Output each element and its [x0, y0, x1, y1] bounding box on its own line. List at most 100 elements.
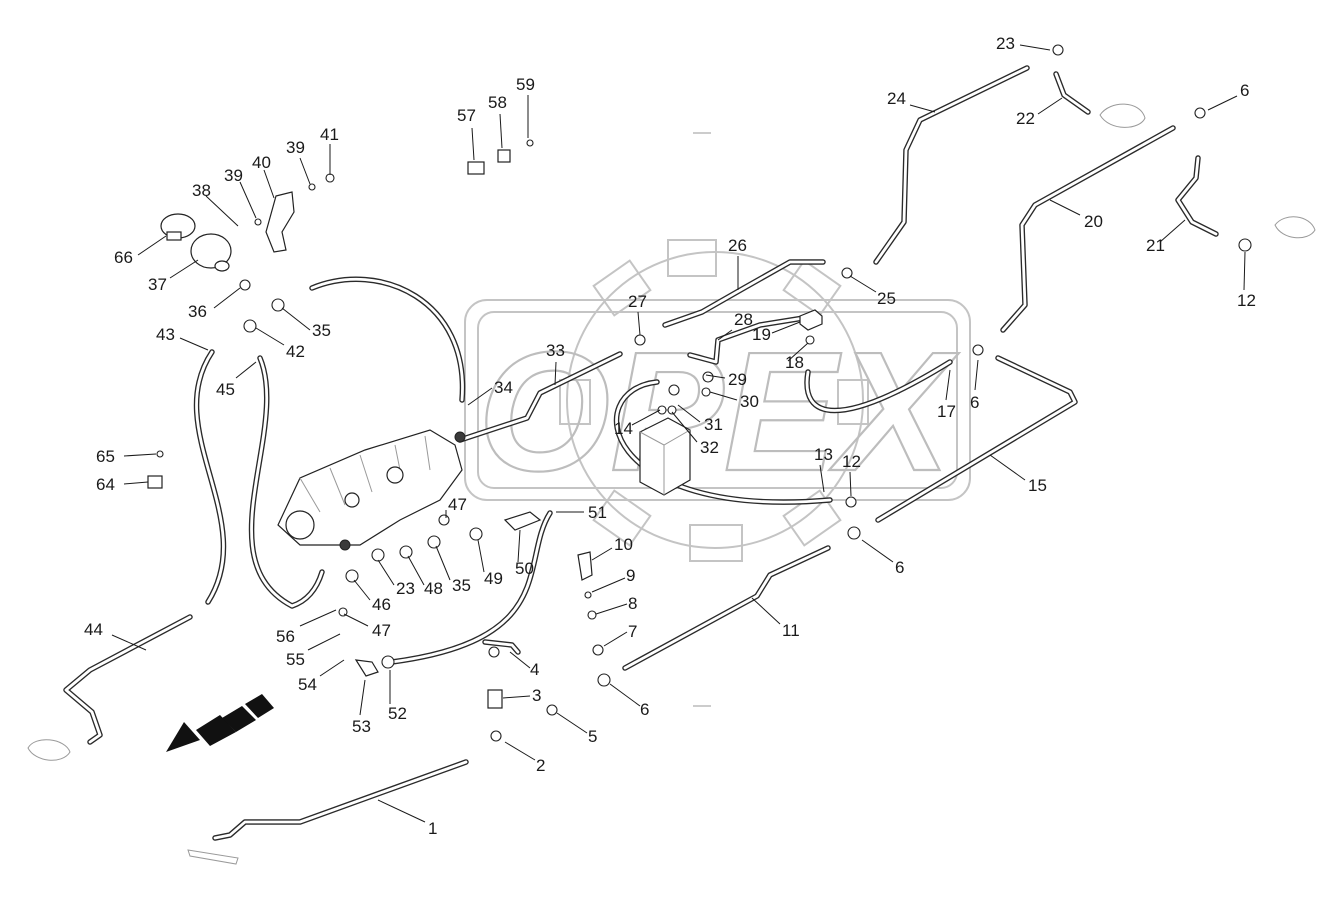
callout-number: 19: [752, 325, 771, 344]
pump-assembly: [277, 429, 466, 551]
pipe-21: [1175, 155, 1219, 237]
callout-number: 7: [628, 622, 637, 641]
leader-line: [471, 127, 475, 161]
leader-line: [849, 471, 852, 497]
callout-number: 47: [448, 495, 467, 514]
callout-number: 9: [626, 566, 635, 585]
leader-line: [1049, 199, 1081, 216]
callout-4: 4: [509, 651, 539, 679]
callout-number: 35: [312, 321, 331, 340]
leader-line: [509, 651, 531, 669]
callout-5: 5: [556, 712, 597, 746]
callout-number: 23: [396, 579, 415, 598]
callout-number: 44: [84, 620, 103, 639]
callout-7: 7: [603, 622, 637, 647]
callout-13: 13: [814, 445, 833, 493]
hose-34: [309, 276, 466, 403]
callout-21: 21: [1146, 219, 1186, 255]
callout-40: 40: [252, 153, 275, 199]
callout-54: 54: [298, 659, 345, 694]
callout-number: 46: [372, 595, 391, 614]
callout-number: 17: [937, 402, 956, 421]
callout-15: 15: [989, 454, 1047, 495]
leader-line: [1159, 219, 1186, 243]
callout-2: 2: [504, 741, 545, 775]
leader-line: [477, 539, 485, 573]
callout-10: 10: [591, 535, 633, 561]
leader-line: [861, 539, 894, 563]
callout-33: 33: [546, 341, 565, 386]
callout-48: 48: [407, 555, 443, 598]
callout-number: 37: [148, 275, 167, 294]
components: [27, 44, 1316, 865]
callout-38: 38: [192, 181, 239, 227]
leader-line: [504, 741, 536, 761]
clamp: [160, 213, 196, 241]
callout-number: 26: [728, 236, 747, 255]
pipe-33: [457, 351, 623, 443]
callout-8: 8: [595, 594, 637, 615]
pipe-44: [63, 614, 193, 745]
callout-number: 50: [515, 559, 534, 578]
callout-30: 30: [709, 391, 759, 411]
callout-number: 38: [192, 181, 211, 200]
direction-arrow: [166, 694, 274, 752]
callout-number: 27: [628, 292, 647, 311]
leader-line: [637, 311, 641, 336]
leader-line: [319, 659, 345, 677]
callout-45: 45: [216, 361, 257, 399]
leader-line: [603, 631, 628, 647]
callout-number: 6: [970, 393, 979, 412]
callout-28: 28: [717, 310, 753, 341]
callout-49: 49: [477, 539, 503, 588]
callout-number: 2: [536, 756, 545, 775]
callout-42: 42: [255, 327, 305, 361]
callout-3: 3: [502, 686, 541, 705]
callout-19: 19: [752, 321, 801, 344]
clip-58: [497, 149, 511, 163]
callout-number: 49: [484, 569, 503, 588]
bracket: [265, 191, 295, 253]
callout-number: 47: [372, 621, 391, 640]
fitting-10: [577, 551, 593, 581]
leader-line: [1207, 95, 1238, 111]
callout-39: 39: [286, 138, 311, 185]
callout-number: 52: [388, 704, 407, 723]
leader-line: [467, 387, 493, 406]
leader-line: [1243, 251, 1246, 291]
callout-59: 59: [516, 75, 535, 138]
leader-line: [255, 327, 285, 346]
callout-number: 39: [224, 166, 243, 185]
callout-number: 31: [704, 415, 723, 434]
callout-number: 28: [734, 310, 753, 329]
leader-line: [709, 391, 738, 401]
callout-25: 25: [849, 275, 896, 308]
callout-35: 35: [435, 545, 471, 595]
clip-64: [147, 475, 163, 489]
callout-56: 56: [276, 609, 337, 646]
callout-labels: 1234566667891011121213141517181920212223…: [84, 34, 1256, 838]
watermark: OPEX: [464, 239, 971, 562]
callout-number: 48: [424, 579, 443, 598]
leader-line: [909, 104, 936, 113]
callout-number: 25: [877, 289, 896, 308]
callout-number: 51: [588, 503, 607, 522]
callout-58: 58: [488, 93, 507, 149]
leader-line: [137, 235, 167, 256]
pipe-15: [875, 355, 1078, 523]
callout-number: 12: [1237, 291, 1256, 310]
valve-block: [639, 417, 691, 496]
callout-number: 41: [320, 125, 339, 144]
leader-line: [123, 481, 149, 485]
callout-number: 21: [1146, 236, 1165, 255]
callout-11: 11: [751, 597, 800, 640]
callout-number: 20: [1084, 212, 1103, 231]
leader-line: [591, 577, 626, 593]
callout-number: 6: [1240, 81, 1249, 100]
callout-number: 33: [546, 341, 565, 360]
callout-number: 35: [452, 576, 471, 595]
hose-13: [613, 379, 833, 505]
callout-6: 6: [861, 539, 904, 577]
